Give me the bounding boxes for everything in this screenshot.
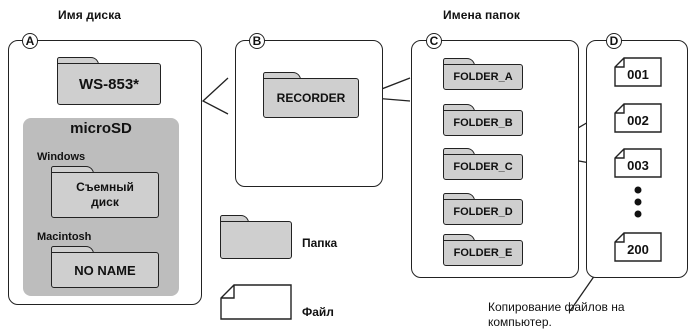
disk-name-heading: Имя диска [58, 8, 122, 22]
file-icon [614, 57, 662, 87]
folder-item-e: FOLDER_E [443, 234, 523, 266]
folder-icon [220, 215, 249, 223]
file-item-001: 001 [614, 57, 662, 87]
folder-item-label: FOLDER_E [443, 240, 523, 266]
folder-item-label: FOLDER_C [443, 154, 523, 180]
folder-item-a: FOLDER_A [443, 58, 523, 90]
file-item-002: 002 [614, 103, 662, 133]
file-item-label: 003 [627, 158, 649, 173]
folder-item-label: FOLDER_D [443, 199, 523, 225]
file-icon [614, 232, 662, 262]
windows-folder-label: Съемный диск [51, 172, 159, 218]
windows-label: Windows [37, 151, 86, 163]
legend-folder-label: Папка [302, 236, 338, 250]
file-item-label: 200 [627, 242, 649, 257]
legend-file-label: Файл [302, 305, 334, 319]
file-item-label: 002 [627, 113, 649, 128]
recorder-folder-label: RECORDER [263, 78, 359, 118]
folder-item-label: FOLDER_A [443, 64, 523, 90]
mac-folder: NO NAME [51, 246, 159, 288]
file-item-label: 001 [627, 67, 649, 82]
marker-d: D [606, 33, 622, 49]
copy-caption: Копирование файлов на компьютер. [488, 300, 625, 329]
folder-item-d: FOLDER_D [443, 193, 523, 225]
drive-folder: WS-853* [57, 57, 161, 105]
marker-c: C [426, 33, 442, 49]
mac-label: Macintosh [37, 231, 92, 243]
marker-b: B [249, 33, 265, 49]
folder-item-b: FOLDER_B [443, 104, 523, 136]
microsd-title: microSD [70, 120, 132, 137]
vertical-ellipsis-icon [634, 186, 642, 218]
mac-folder-label: NO NAME [51, 252, 159, 288]
file-icon [220, 284, 292, 320]
marker-a: A [22, 33, 38, 49]
folder-names-heading: Имена папок [443, 8, 521, 22]
file-icon [614, 103, 662, 133]
file-item-003: 003 [614, 148, 662, 178]
folder-icon [57, 57, 99, 65]
file-item-200: 200 [614, 232, 662, 262]
folder-item-label: FOLDER_B [443, 110, 523, 136]
file-icon [614, 148, 662, 178]
folder-item-c: FOLDER_C [443, 148, 523, 180]
legend-folder-icon [220, 215, 292, 259]
windows-folder: Съемный диск [51, 166, 159, 218]
drive-folder-label: WS-853* [57, 63, 161, 105]
recorder-folder: RECORDER [263, 72, 359, 118]
